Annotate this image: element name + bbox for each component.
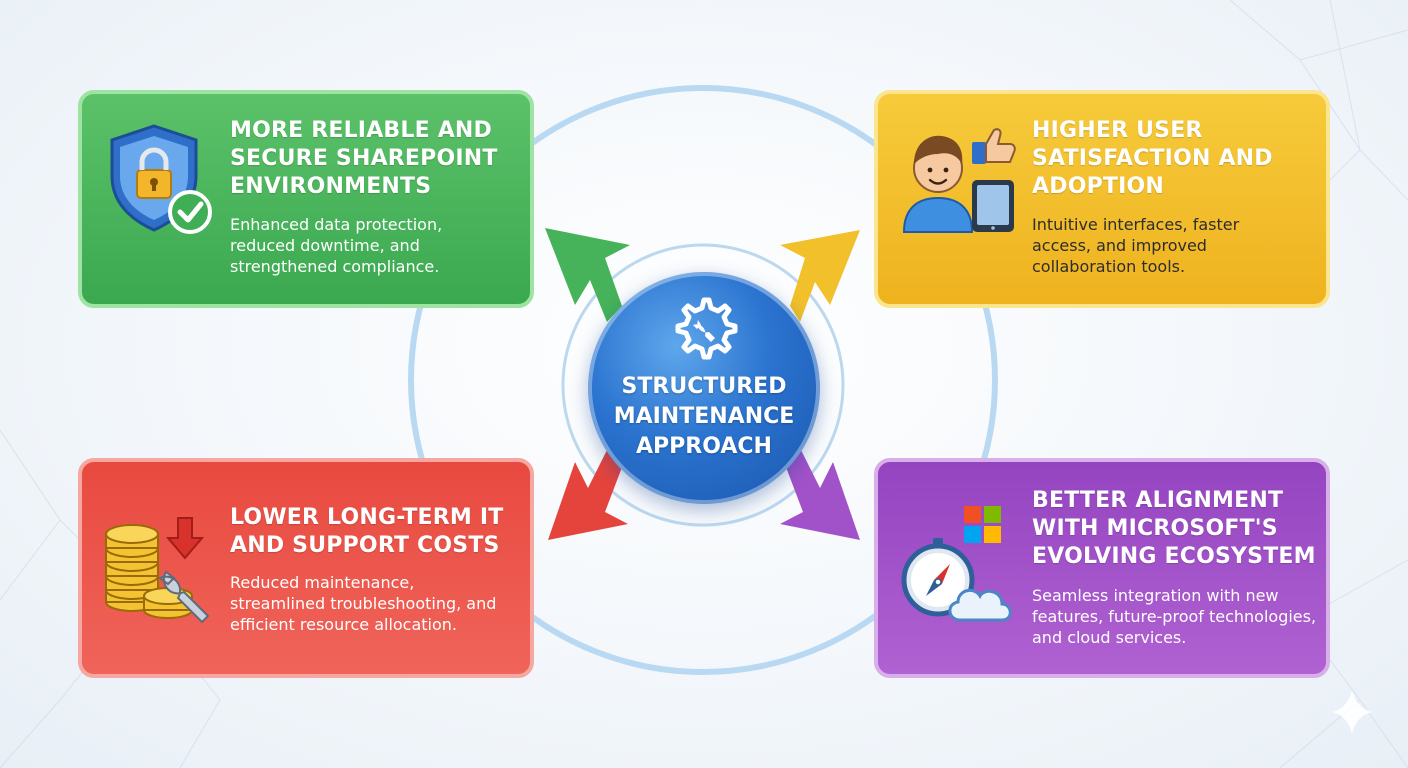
gear-wrench-icon — [675, 297, 738, 360]
arrow-bottom-right — [780, 448, 860, 540]
sparkle-icon — [1332, 690, 1372, 734]
card-reliable-description: Enhanced data protection, reduced downti… — [230, 215, 443, 276]
card-alignment-title: BETTER ALIGNMENT WITH MICROSOFT'S EVOLVI… — [1032, 488, 1316, 569]
card-satisfaction-title: HIGHER USER SATISFACTION AND ADOPTION — [1032, 118, 1273, 199]
outer-ring — [408, 85, 998, 675]
card-costs-description: Reduced maintenance, streamlined trouble… — [230, 573, 497, 634]
card-satisfaction-description: Intuitive interfaces, faster access, and… — [1032, 215, 1240, 276]
card-alignment-description: Seamless integration with new features, … — [1032, 586, 1317, 647]
card-costs-title: LOWER LONG-TERM IT AND SUPPORT COSTS — [230, 505, 504, 558]
shield-lock-icon — [110, 124, 212, 234]
coins-wrench-icon — [105, 517, 210, 624]
arrow-top-right — [780, 230, 860, 322]
center-hub — [588, 272, 820, 504]
compass-cloud-icon — [901, 506, 1012, 622]
card-reliable-title: MORE RELIABLE AND SECURE SHAREPOINT ENVI… — [230, 118, 498, 199]
microsoft-logo — [964, 506, 1001, 543]
inner-ring — [561, 243, 845, 527]
center-title: STRUCTURED MAINTENANCE APPROACH — [613, 374, 795, 459]
card-costs-bg — [78, 458, 534, 678]
user-thumbs-up-icon — [902, 128, 1016, 233]
arrow-top-left — [545, 228, 630, 322]
arrow-bottom-left — [548, 448, 628, 540]
